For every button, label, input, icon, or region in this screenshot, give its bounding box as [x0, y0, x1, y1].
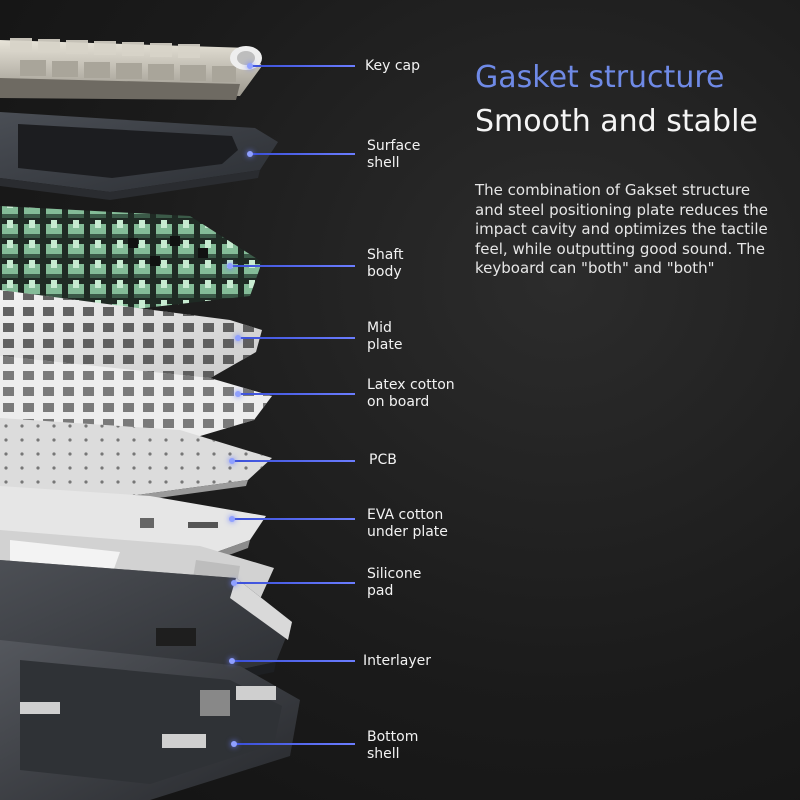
mid-plate-label: Mid plate	[367, 320, 403, 353]
surface-shell-leader	[247, 151, 355, 157]
page-subtitle: Smooth and stable	[475, 104, 758, 139]
keycap-layer-art	[0, 38, 262, 100]
surface-shell-label: Surface shell	[367, 138, 421, 171]
interlayer-label: Interlayer	[363, 653, 431, 669]
bottom-shell-layer-art	[0, 640, 300, 800]
shaft-body-leader	[227, 263, 355, 269]
latex-cotton-leader	[235, 391, 355, 397]
bottom-shell-leader	[231, 741, 355, 747]
latex-cotton-label: Latex cotton on board	[367, 377, 455, 410]
page-title: Gasket structure	[475, 60, 725, 95]
silicone-pad-leader	[231, 580, 355, 586]
shaft-body-layer-art	[0, 206, 262, 312]
shaft-body-label: Shaft body	[367, 247, 404, 280]
pcb-leader	[229, 458, 355, 464]
silicone-pad-label: Silicone pad	[367, 566, 422, 599]
keycap-label: Key cap	[365, 58, 420, 74]
description-text: The combination of Gakset structure and …	[475, 181, 768, 277]
pcb-label: PCB	[369, 452, 397, 468]
surface-shell-layer-art	[0, 112, 278, 200]
mid-plate-leader	[235, 335, 355, 341]
interlayer-leader	[229, 658, 355, 664]
eva-cotton-leader	[229, 516, 355, 522]
bottom-shell-label: Bottom shell	[367, 729, 419, 762]
mid-plate-layer-art	[0, 290, 262, 384]
eva-cotton-label: EVA cotton under plate	[367, 507, 448, 540]
keycap-leader	[247, 63, 355, 69]
pcb-layer-art	[0, 418, 272, 510]
